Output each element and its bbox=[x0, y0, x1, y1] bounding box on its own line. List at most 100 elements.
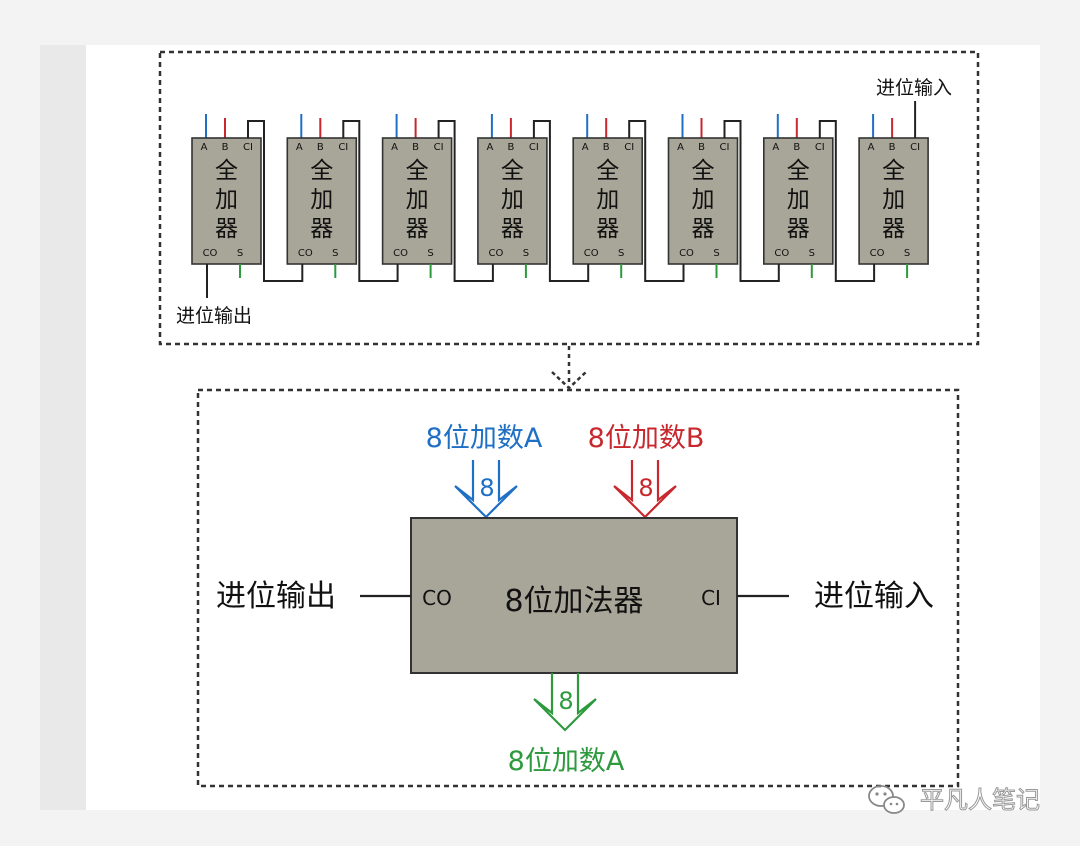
adder-pin-co: CO bbox=[870, 248, 885, 259]
bottom-carry-in-label: 进位输入 bbox=[814, 579, 934, 614]
bottom-panel-border bbox=[196, 388, 960, 788]
adder-name-char: 加 bbox=[882, 187, 905, 213]
adder-name-char: 全 bbox=[882, 158, 905, 184]
adder-name-char: 器 bbox=[501, 216, 524, 242]
carry-chain-wire bbox=[342, 120, 399, 282]
input-b-bus-width: 8 bbox=[638, 474, 653, 502]
output-bus-arrow bbox=[533, 673, 597, 732]
adder-name-char: 全 bbox=[596, 158, 619, 184]
carry-chain-wire bbox=[818, 120, 876, 282]
adder-pin-s: S bbox=[237, 248, 243, 259]
top-panel-border bbox=[158, 50, 980, 346]
adder-pin-co: CO bbox=[488, 248, 503, 259]
bottom-carry-out-label: 进位输出 bbox=[216, 579, 336, 614]
adder-ci-pin: CI bbox=[701, 586, 721, 610]
adder-name-char: 器 bbox=[692, 216, 715, 242]
wechat-icon bbox=[868, 785, 905, 814]
adder-pin-s: S bbox=[904, 248, 910, 259]
adder-name-char: 全 bbox=[787, 158, 810, 184]
carry-chain-wire bbox=[628, 120, 685, 282]
adder-pin-a: A bbox=[201, 142, 208, 153]
adder-pin-s: S bbox=[332, 248, 338, 259]
adder-name-char: 全 bbox=[692, 158, 715, 184]
adder-pin-a: A bbox=[391, 142, 398, 153]
carry-chain-wire bbox=[247, 120, 304, 282]
adder-pin-ci: CI bbox=[720, 142, 730, 153]
adder-name-char: 加 bbox=[406, 187, 429, 213]
adder-pin-s: S bbox=[713, 248, 719, 259]
adder-pin-s: S bbox=[618, 248, 624, 259]
input-a-label: 8位加数A bbox=[426, 423, 543, 454]
adder-pin-b: B bbox=[603, 142, 610, 153]
adder-name-char: 加 bbox=[310, 187, 333, 213]
input-b-label: 8位加数B bbox=[588, 423, 705, 454]
full-adder-block bbox=[191, 137, 262, 265]
adder-pin-b: B bbox=[793, 142, 800, 153]
adder-pin-co: CO bbox=[203, 248, 218, 259]
adder-pin-co: CO bbox=[393, 248, 408, 259]
adder-pin-a: A bbox=[677, 142, 684, 153]
adder-pin-ci: CI bbox=[624, 142, 634, 153]
full-adder-block bbox=[477, 137, 548, 265]
adder-pin-b: B bbox=[698, 142, 705, 153]
full-adder-block bbox=[762, 137, 834, 265]
adder-name-char: 器 bbox=[406, 216, 429, 242]
adder-name-char: 全 bbox=[406, 158, 429, 184]
adder-pin-ci: CI bbox=[338, 142, 348, 153]
adder-pin-ci: CI bbox=[910, 142, 920, 153]
adder-pin-ci: CI bbox=[434, 142, 444, 153]
adder-pin-ci: CI bbox=[243, 142, 253, 153]
full-adder-block bbox=[667, 137, 739, 265]
adder-name-char: 器 bbox=[215, 216, 238, 242]
eight-bit-adder-title: 8位加法器 bbox=[504, 584, 643, 619]
adder-pin-b: B bbox=[507, 142, 514, 153]
output-label: 8位加数A bbox=[508, 746, 625, 777]
adder-pin-a: A bbox=[486, 142, 493, 153]
adder-pin-b: B bbox=[889, 142, 896, 153]
adder-pin-s: S bbox=[809, 248, 815, 259]
adder-pin-a: A bbox=[772, 142, 779, 153]
adder-pin-s: S bbox=[427, 248, 433, 259]
adder-name-char: 全 bbox=[501, 158, 524, 184]
adder-name-char: 全 bbox=[215, 158, 238, 184]
adder-pin-s: S bbox=[523, 248, 529, 259]
output-bus-width: 8 bbox=[558, 687, 573, 715]
adder-name-char: 器 bbox=[310, 216, 333, 242]
adder-pin-a: A bbox=[868, 142, 875, 153]
adder-co-pin: CO bbox=[422, 586, 452, 610]
adder-name-char: 器 bbox=[787, 216, 810, 242]
adder-name-char: 加 bbox=[692, 187, 715, 213]
panel-connector-arrow bbox=[551, 371, 587, 390]
adder-name-char: 加 bbox=[596, 187, 619, 213]
adder-pin-co: CO bbox=[774, 248, 789, 259]
adder-pin-ci: CI bbox=[529, 142, 539, 153]
adder-name-char: 全 bbox=[310, 158, 333, 184]
top-carry-in-label: 进位输入 bbox=[876, 77, 952, 99]
carry-chain-wire bbox=[532, 120, 590, 282]
watermark-text: 平凡人笔记 bbox=[920, 786, 1040, 814]
adder-pin-co: CO bbox=[298, 248, 313, 259]
adder-pin-co: CO bbox=[584, 248, 599, 259]
adder-pin-a: A bbox=[582, 142, 589, 153]
adder-pin-b: B bbox=[412, 142, 419, 153]
top-carry-out-label: 进位输出 bbox=[176, 305, 252, 327]
full-adder-block bbox=[572, 137, 644, 265]
watermark: 平凡人笔记 bbox=[868, 785, 1041, 815]
adder-name-char: 加 bbox=[787, 187, 810, 213]
full-adder-block bbox=[286, 137, 358, 265]
full-adder-block bbox=[858, 137, 929, 265]
full-adder-block bbox=[381, 137, 453, 265]
input-a-bus-width: 8 bbox=[479, 474, 494, 502]
carry-chain-wire bbox=[437, 120, 494, 282]
adder-name-char: 加 bbox=[215, 187, 238, 213]
adder-name-char: 加 bbox=[501, 187, 524, 213]
adder-name-char: 器 bbox=[882, 216, 905, 242]
adder-pin-co: CO bbox=[679, 248, 694, 259]
adder-pin-ci: CI bbox=[815, 142, 825, 153]
adder-pin-b: B bbox=[317, 142, 324, 153]
adder-pin-b: B bbox=[222, 142, 229, 153]
adder-name-char: 器 bbox=[596, 216, 619, 242]
